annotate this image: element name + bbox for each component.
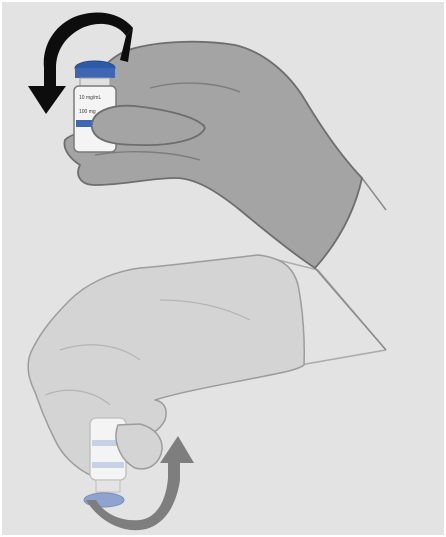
vial-label-line-2: 100 mg <box>79 109 96 115</box>
vial-label-line-1: 10 mg/mL <box>79 95 101 101</box>
